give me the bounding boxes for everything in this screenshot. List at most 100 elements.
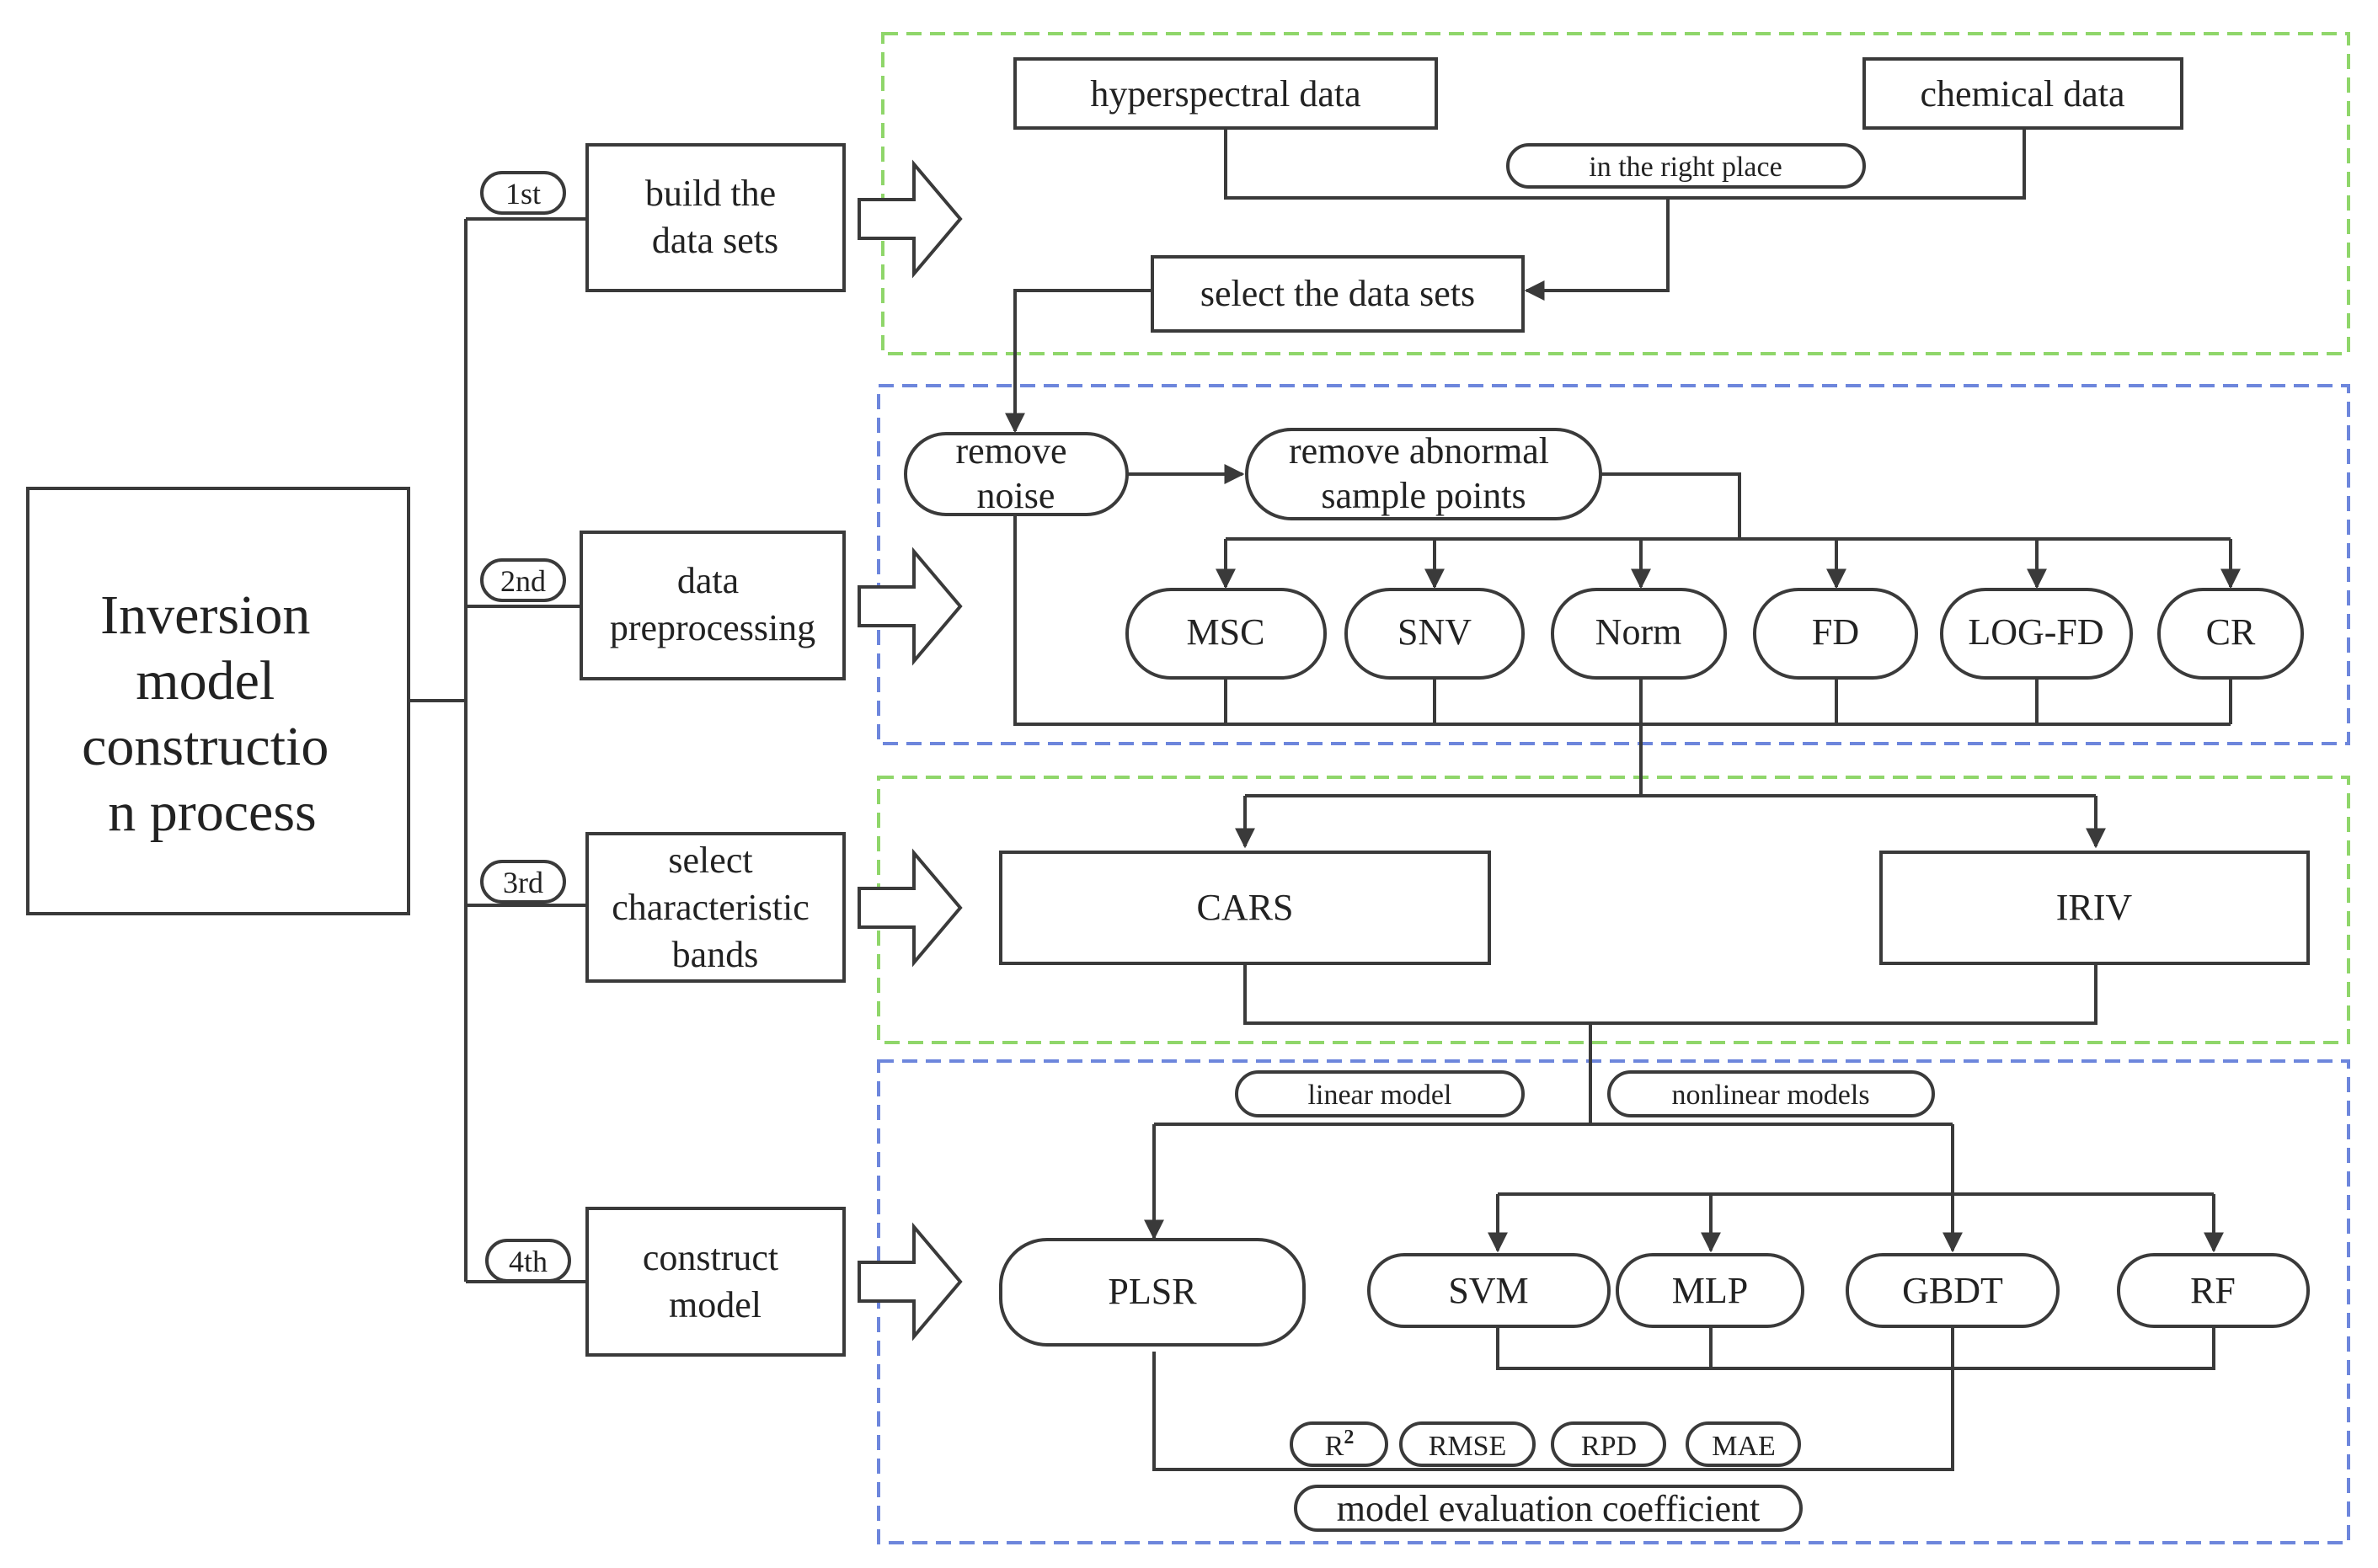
step-label-line: data sets: [652, 220, 778, 261]
model-mlp-label: MLP: [1672, 1270, 1748, 1311]
preprocess-collect-line: [1013, 514, 2232, 726]
method-fd-node: [1753, 588, 1918, 680]
step-tag: [480, 860, 566, 904]
main-title-line: Inversion: [100, 584, 310, 646]
selection-merge-line: [1243, 963, 2097, 1124]
step-label-line: preprocessing: [610, 607, 815, 648]
step-tag-label: 2nd: [500, 564, 546, 598]
select-to-noise-line: [1005, 289, 1152, 434]
step-box: [585, 832, 846, 983]
model-svm-node: [1367, 1253, 1611, 1328]
main-title: Inversion model constructio n process: [82, 584, 343, 843]
step-label-line: construct: [643, 1237, 778, 1278]
method-cr-label: CR: [2206, 611, 2256, 653]
stage-arrow-icon: [858, 159, 963, 279]
remove-noise-line: remove: [956, 430, 1067, 472]
select-data-sets-box: [1151, 255, 1525, 333]
iriv-box: [1879, 851, 2310, 965]
chemical-data-label: chemical data: [1920, 73, 2124, 115]
metric-rmse-label: RMSE: [1429, 1431, 1507, 1462]
remove-abnormal-label: remove abnormal sample points: [1289, 430, 1558, 516]
chemical-data-box: [1862, 57, 2183, 130]
evaluation-line: [1152, 1326, 1954, 1471]
method-norm-label: Norm: [1595, 611, 1682, 653]
stage1-to-select-line: [1524, 198, 1670, 301]
hyperspectral-data-label: hyperspectral data: [1090, 73, 1360, 115]
step-label-line: select: [668, 840, 752, 881]
step-tag: [480, 558, 566, 602]
remove-noise-node: [904, 432, 1129, 516]
step-label: build the data sets: [645, 173, 785, 261]
metric-rpd-label: RPD: [1581, 1431, 1637, 1462]
metric-r2-tag: [1290, 1421, 1388, 1467]
main-title-box: [26, 487, 410, 915]
remove-noise-line: noise: [977, 475, 1055, 516]
remove-noise-label: remove noise: [956, 430, 1077, 516]
method-snv-node: [1344, 588, 1525, 680]
norm-to-selection-line: [1245, 678, 2096, 797]
method-snv-label: SNV: [1397, 611, 1472, 653]
method-norm-node: [1551, 588, 1727, 680]
right-place-label: in the right place: [1589, 152, 1782, 183]
model-rf-label: RF: [2190, 1270, 2236, 1311]
metric-r2-superscript: 2: [1344, 1427, 1354, 1448]
plsr-label: PLSR: [1108, 1271, 1197, 1312]
iriv-label: IRIV: [2056, 887, 2133, 928]
metric-rpd-tag: [1551, 1421, 1666, 1467]
metric-rmse-tag: [1399, 1421, 1536, 1467]
metric-r2-base: R: [1325, 1431, 1344, 1462]
method-msc-label: MSC: [1187, 611, 1265, 653]
stage-arrow-icon: [858, 547, 963, 666]
step-tag: [485, 1239, 571, 1283]
step-tag-label: 4th: [509, 1245, 548, 1278]
stage-arrow-icon: [858, 1222, 963, 1341]
nonlinear-collect-line: [1496, 1326, 2215, 1370]
evaluation-tag: [1294, 1485, 1803, 1532]
stage1-region: [881, 32, 2350, 355]
linear-model-label: linear model: [1308, 1080, 1452, 1111]
remove-abnormal-line: remove abnormal: [1289, 430, 1549, 472]
right-place-tag: [1506, 143, 1866, 189]
method-logfd-node: [1940, 588, 2133, 680]
step-label: data preprocessing: [610, 560, 815, 648]
main-title-line: constructio: [82, 716, 329, 777]
metric-r2-label: R2: [1325, 1427, 1355, 1462]
cars-label: CARS: [1197, 887, 1294, 928]
step-box: [585, 143, 846, 292]
nonlinear-models-tag: [1607, 1070, 1935, 1117]
model-gbdt-label: GBDT: [1902, 1270, 2003, 1311]
linear-model-tag: [1235, 1070, 1525, 1117]
method-logfd-label: LOG-FD: [1968, 611, 2103, 653]
hyperspectral-data-box: [1013, 57, 1438, 130]
select-data-sets-label: select the data sets: [1200, 273, 1475, 314]
model-gbdt-node: [1846, 1253, 2060, 1328]
evaluation-label: model evaluation coefficient: [1337, 1488, 1761, 1529]
step-tag: [480, 171, 566, 215]
model-mlp-node: [1616, 1253, 1804, 1328]
method-fd-label: FD: [1812, 611, 1859, 653]
step-label-line: characteristic: [612, 887, 810, 928]
step-tag-label: 1st: [505, 177, 541, 211]
nonlinear-models-label: nonlinear models: [1671, 1080, 1869, 1111]
model-svm-label: SVM: [1448, 1270, 1528, 1311]
step-box: [585, 1207, 846, 1357]
main-title-line: n process: [108, 781, 316, 843]
method-cr-node: [2157, 588, 2304, 680]
step-label-line: data: [677, 560, 739, 601]
metric-mae-tag: [1686, 1421, 1801, 1467]
remove-abnormal-line: sample points: [1321, 475, 1526, 516]
stage2-region: [877, 384, 2350, 745]
step-tag-label: 3rd: [503, 866, 543, 899]
preprocess-branch-line: [1226, 472, 2231, 541]
step-label-line: model: [669, 1284, 761, 1325]
tree-connector: [409, 217, 587, 1283]
cars-box: [999, 851, 1491, 965]
stage-arrow-icon: [858, 848, 963, 968]
stage1-merge-line: [1224, 126, 2026, 200]
step-box: [580, 531, 846, 680]
remove-abnormal-node: [1245, 428, 1602, 520]
metric-mae-label: MAE: [1712, 1431, 1776, 1462]
model-rf-node: [2117, 1253, 2310, 1328]
step-label: select characteristic bands: [612, 840, 819, 975]
